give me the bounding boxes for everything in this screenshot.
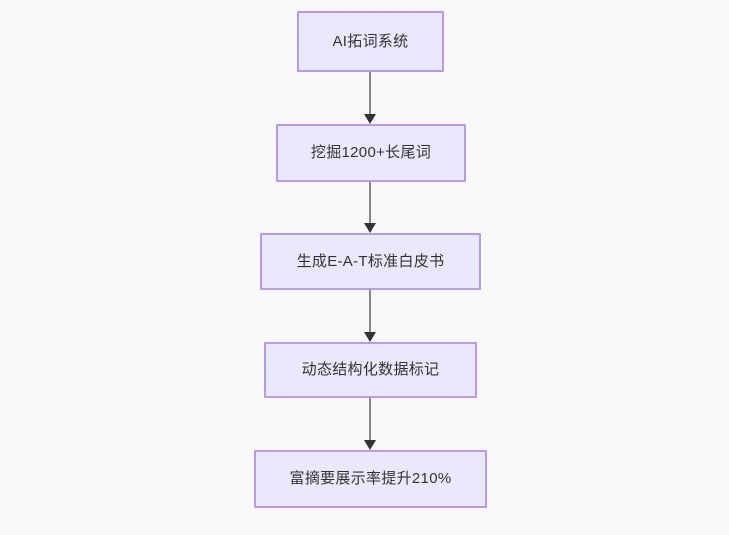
flow-node-label: 挖掘1200+长尾词 xyxy=(310,144,432,161)
flow-edge-line xyxy=(369,290,371,333)
flow-edge-line xyxy=(369,398,371,441)
flow-node-ai-keyword-system[interactable]: AI拓词系统 xyxy=(297,11,444,72)
flow-node-label: 富摘要展示率提升210% xyxy=(289,470,452,487)
flow-node-structured-data-markup[interactable]: 动态结构化数据标记 xyxy=(264,342,477,398)
flow-edge-1 xyxy=(360,72,380,124)
flow-node-longtail-keywords[interactable]: 挖掘1200+长尾词 xyxy=(276,124,466,182)
arrow-down-icon xyxy=(364,114,376,124)
flow-node-label: AI拓词系统 xyxy=(332,32,409,50)
flow-node-label: 动态结构化数据标记 xyxy=(301,361,440,378)
flow-node-rich-snippet-result[interactable]: 富摘要展示率提升210% xyxy=(254,450,487,508)
flow-edge-3 xyxy=(360,290,380,342)
flow-edge-2 xyxy=(360,182,380,233)
arrow-down-icon xyxy=(364,440,376,450)
flow-node-label: 生成E-A-T标准白皮书 xyxy=(296,252,445,270)
arrow-down-icon xyxy=(364,332,376,342)
flow-edge-line xyxy=(369,182,371,224)
flow-node-eat-whitepaper[interactable]: 生成E-A-T标准白皮书 xyxy=(260,233,481,290)
arrow-down-icon xyxy=(364,223,376,233)
flow-edge-line xyxy=(369,72,371,115)
flow-edge-4 xyxy=(360,398,380,450)
